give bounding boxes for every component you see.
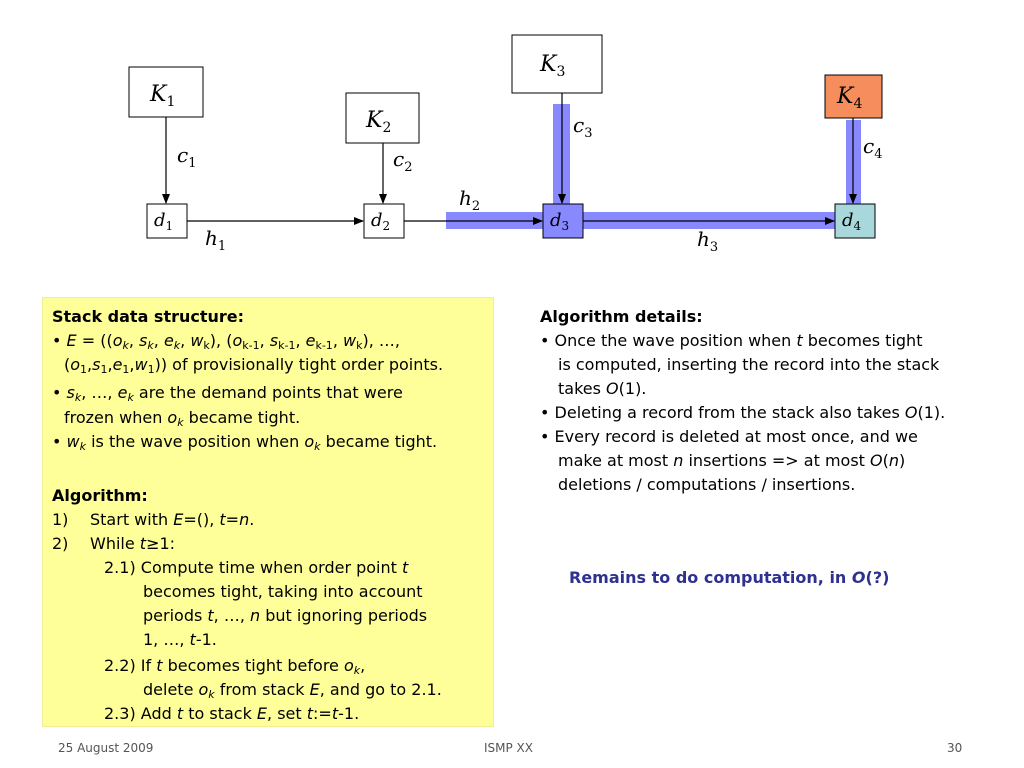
- footer-date: 25 August 2009: [58, 741, 154, 755]
- node-k1: [128, 66, 204, 118]
- demand-line-1: • sk, …, ek are the demand points that w…: [52, 383, 403, 404]
- step-1-num: 1): [52, 510, 69, 529]
- label-d3: d3: [550, 210, 569, 233]
- step-2-1-line-4: 1, …, t-1.: [143, 630, 217, 649]
- detail-3-line-2: make at most n insertions => at most O(n…: [558, 451, 906, 470]
- node-k2: [345, 92, 420, 144]
- footer-page-number: 30: [947, 741, 963, 755]
- step-2: While t≥1:: [90, 534, 176, 553]
- step-2-2-line-2: delete ok from stack E, and go to 2.1.: [143, 680, 442, 701]
- detail-3-line-3: deletions / computations / insertions.: [558, 475, 856, 494]
- step-2-1-line-3: periods t, …, n but ignoring periods: [143, 606, 428, 625]
- detail-3-line-1: • Every record is deleted at most once, …: [540, 427, 918, 446]
- node-d4: [834, 203, 876, 239]
- label-c3: c3: [573, 113, 592, 141]
- stack-algorithm-panel: [42, 297, 494, 727]
- remains-note: Remains to do computation, in O(?): [569, 568, 890, 587]
- node-d3: [542, 203, 584, 239]
- step-2-1-line-1: 2.1) Compute time when order point t: [104, 558, 409, 577]
- label-h1: h1: [205, 226, 226, 254]
- label-d2: d2: [371, 210, 390, 233]
- details-title: Algorithm details:: [540, 307, 703, 326]
- stack-title: Stack data structure:: [52, 307, 245, 326]
- node-k4: [824, 74, 883, 119]
- label-c4: c4: [863, 134, 882, 162]
- label-k3: K3: [539, 52, 565, 80]
- label-h2: h2: [459, 186, 480, 214]
- detail-1-line-2: is computed, inserting the record into t…: [558, 355, 940, 374]
- label-k2: K2: [365, 108, 391, 136]
- node-d2: [363, 203, 405, 239]
- stack-def-line-1: • E = ((ok, sk, ek, wk), (ok-1, sk-1, ek…: [52, 331, 400, 352]
- label-k4: K4: [836, 84, 862, 112]
- label-d4: d4: [842, 210, 862, 233]
- label-h3: h3: [697, 227, 718, 255]
- step-2-2-line-1: 2.2) If t becomes tight before ok,: [104, 656, 366, 677]
- label-k1: K1: [149, 82, 175, 110]
- node-k3: [511, 34, 603, 94]
- wave-line: • wk is the wave position when ok became…: [52, 432, 438, 453]
- label-c1: c1: [177, 143, 196, 171]
- step-2-1-line-2: becomes tight, taking into account: [143, 582, 423, 601]
- stack-def-line-2: (o1,s1,e1,w1)) of provisionally tight or…: [64, 355, 444, 376]
- step-2-3: 2.3) Add t to stack E, set t:=t-1.: [104, 704, 360, 723]
- step-1: Start with E=(), t=n.: [90, 510, 255, 529]
- label-d1: d1: [154, 210, 173, 233]
- algorithm-title: Algorithm:: [52, 486, 148, 505]
- detail-2: • Deleting a record from the stack also …: [540, 403, 946, 422]
- flow-diagram: K1 K2 K3 K4 d1 d2 d3 d4 c1 c2 c3 c4 h1 h…: [128, 34, 883, 255]
- node-d1: [146, 203, 188, 239]
- detail-1-line-3: takes O(1).: [558, 379, 647, 398]
- label-c2: c2: [393, 147, 412, 175]
- demand-line-2: frozen when ok became tight.: [64, 408, 301, 429]
- step-2-num: 2): [52, 534, 69, 553]
- detail-1-line-1: • Once the wave position when t becomes …: [540, 331, 923, 350]
- footer-event: ISMP XX: [484, 741, 534, 755]
